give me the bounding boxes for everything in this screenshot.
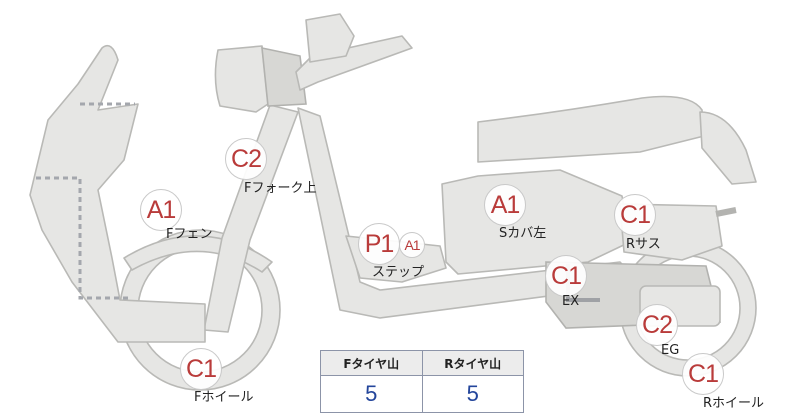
rear-tire-value: 5	[421, 375, 524, 413]
marker-badge: A1	[484, 184, 526, 226]
marker-badge: C1	[180, 348, 222, 390]
tail	[699, 111, 757, 185]
marker-badge: C1	[682, 353, 724, 395]
marker-badge: C1	[545, 255, 587, 297]
rear-tire-header: Rタイヤ山	[421, 350, 524, 376]
headlight	[214, 45, 269, 113]
marker-badge: C2	[636, 304, 678, 346]
front-tire-value: 5	[320, 375, 423, 413]
tire-tread-table: Fタイヤ山 Rタイヤ山 5 5	[320, 350, 524, 413]
marker-badge: C1	[614, 194, 656, 236]
front-body-seam	[36, 102, 135, 300]
seat	[477, 95, 705, 163]
marker-label: Fホイール	[194, 390, 254, 405]
marker-label: Rサス	[626, 237, 661, 252]
frame	[297, 107, 641, 319]
marker-label: Fフォーク上	[244, 181, 317, 196]
front-body	[29, 44, 206, 343]
front-tire-header: Fタイヤ山	[320, 350, 423, 376]
marker-badge: C2	[225, 138, 267, 180]
marker-label: Sカバ左	[499, 226, 547, 241]
marker-badge: P1	[358, 223, 400, 265]
mirror	[305, 13, 355, 63]
rear-axle-stay	[715, 207, 737, 217]
marker-label: EX	[562, 294, 580, 309]
table-row: 5 5	[320, 375, 524, 413]
front-fork	[203, 104, 299, 333]
marker-badge: A1	[399, 232, 425, 258]
marker-label: ステップ	[372, 265, 425, 280]
marker-label: EG	[661, 343, 680, 358]
marker-badge: A1	[140, 189, 182, 231]
headlight-rim	[261, 46, 307, 107]
marker-label: Rホイール	[703, 396, 765, 411]
marker-label: Fフェン	[166, 227, 213, 242]
table-header-row: Fタイヤ山 Rタイヤ山	[320, 350, 524, 376]
